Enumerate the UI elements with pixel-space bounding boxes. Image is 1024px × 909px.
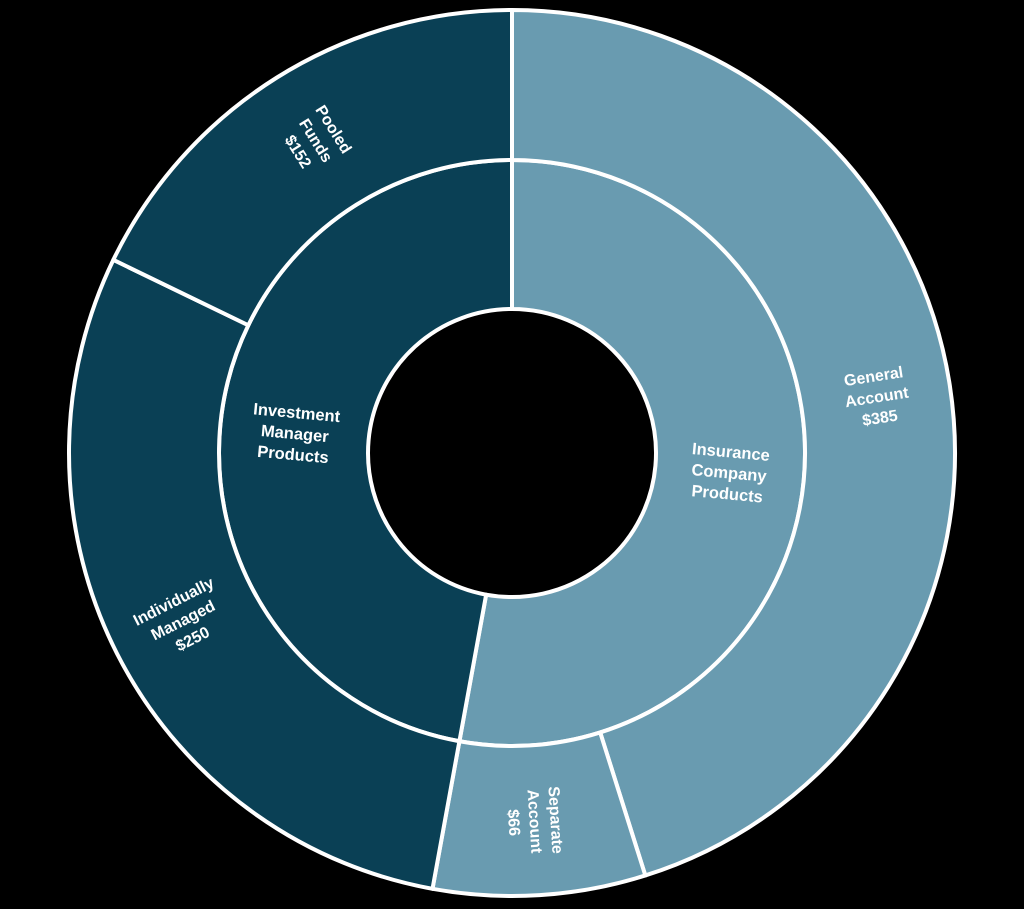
slice-individually-managed (67, 257, 462, 891)
slice-label-separate-account: SeparateAccount$66 (502, 786, 565, 857)
slice-pooled-funds (111, 8, 514, 328)
slice-label-investment-manager-products: InvestmentManagerProducts (249, 400, 342, 468)
slice-label-insurance-company-products: InsuranceCompanyProducts (688, 440, 771, 507)
slice-general-account (510, 8, 957, 878)
